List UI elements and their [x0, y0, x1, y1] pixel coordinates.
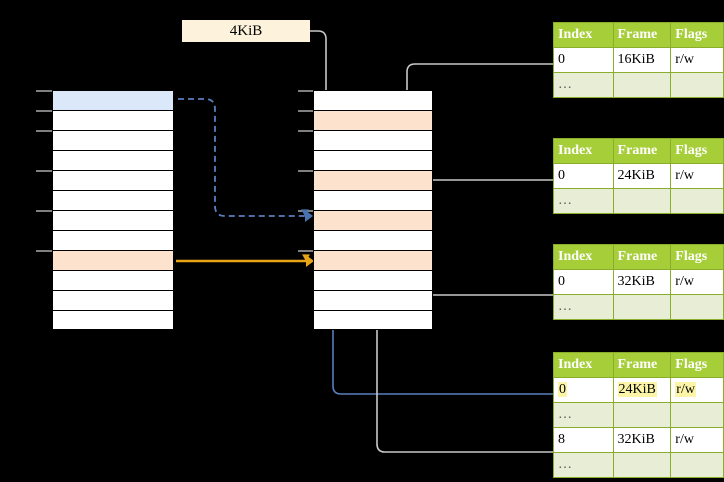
virtual-cell-row-1	[52, 110, 174, 130]
cell-frame: 24KiB	[612, 377, 672, 403]
physical-memory-column	[313, 90, 433, 330]
virtual-cell-row-0	[52, 90, 174, 110]
physical-cell-row-4	[313, 170, 433, 190]
cell-flags: r/w	[670, 377, 724, 403]
cell-frame: 24KiB	[612, 163, 672, 189]
virtual-cell-row-5	[52, 190, 174, 210]
wire-virtual-blue-to-physical-row7	[178, 98, 309, 217]
cell-frame	[612, 188, 672, 214]
cell-frame	[612, 452, 672, 478]
cell-flags	[670, 452, 724, 478]
virtual-cell-row-4	[52, 170, 174, 190]
cell-index: 0	[553, 377, 614, 403]
physical-cell-row-10	[313, 290, 433, 310]
table-row: …	[553, 294, 724, 320]
column-header-index: Index	[553, 138, 614, 164]
cell-index: 0	[553, 47, 614, 73]
dashed-arrow-head	[305, 210, 313, 222]
column-header-frame: Frame	[612, 244, 672, 270]
column-header-frame: Frame	[612, 352, 672, 378]
cell-frame	[612, 294, 672, 320]
column-header-index: Index	[553, 244, 614, 270]
virtual-cell-row-10	[52, 290, 174, 310]
cell-index: …	[553, 452, 614, 478]
physical-cell-row-7	[313, 230, 433, 250]
physical-cell-row-11	[313, 310, 433, 330]
physical-cell-row-3	[313, 150, 433, 170]
column-header-index: Index	[553, 352, 614, 378]
cell-flags: r/w	[670, 47, 724, 73]
cell-frame: 32KiB	[612, 427, 672, 453]
physical-cell-row-9	[313, 270, 433, 290]
highlight-mark: r/w	[675, 382, 696, 397]
cell-flags: r/w	[670, 269, 724, 295]
table-row: 0 24KiB r/w	[553, 377, 724, 403]
table-row: …	[553, 452, 724, 478]
cell-index: …	[553, 188, 614, 214]
table-row: …	[553, 72, 724, 98]
wire-table3-to-physical-row9	[410, 264, 553, 296]
table-row: …	[553, 402, 724, 428]
cell-frame	[612, 72, 672, 98]
cell-flags	[670, 72, 724, 98]
cell-flags	[670, 188, 724, 214]
cell-frame	[612, 402, 672, 428]
virtual-cell-row-7	[52, 230, 174, 250]
cell-frame: 32KiB	[612, 269, 672, 295]
virtual-cell-row-6	[52, 210, 174, 230]
cell-frame: 16KiB	[612, 47, 672, 73]
virtual-cell-row-8	[52, 250, 174, 270]
cell-index: …	[553, 72, 614, 98]
highlight-mark: 24KiB	[617, 382, 657, 397]
cell-index: 8	[553, 427, 614, 453]
wire-table2-to-physical-row7	[416, 179, 553, 215]
cell-index: 0	[553, 163, 614, 189]
column-header-flags: Flags	[670, 352, 724, 378]
cell-index: …	[553, 294, 614, 320]
cell-flags: r/w	[670, 427, 724, 453]
column-header-flags: Flags	[670, 244, 724, 270]
cell-flags: r/w	[670, 163, 724, 189]
virtual-cell-row-9	[52, 270, 174, 290]
column-header-frame: Frame	[612, 22, 672, 48]
cell-flags	[670, 402, 724, 428]
cell-index: …	[553, 402, 614, 428]
cell-flags	[670, 294, 724, 320]
size-label-4kib: 4KiB	[182, 20, 310, 42]
virtual-cell-row-11	[52, 310, 174, 330]
physical-cell-row-8	[313, 250, 433, 270]
physical-cell-row-0	[313, 90, 433, 110]
column-header-frame: Frame	[612, 138, 672, 164]
physical-cell-row-2	[313, 130, 433, 150]
virtual-address-space-column	[52, 90, 174, 330]
physical-cell-row-1	[313, 110, 433, 130]
column-header-flags: Flags	[670, 138, 724, 164]
virtual-cell-row-2	[52, 130, 174, 150]
virtual-cell-row-3	[52, 150, 174, 170]
virtual-column-ticks	[36, 90, 52, 252]
highlight-mark: 0	[558, 382, 567, 397]
cell-index: 0	[553, 269, 614, 295]
column-header-index: Index	[553, 22, 614, 48]
physical-cell-row-5	[313, 190, 433, 210]
table-row: …	[553, 188, 724, 214]
physical-column-ticks	[298, 90, 314, 252]
column-header-flags: Flags	[670, 22, 724, 48]
physical-cell-row-6	[313, 210, 433, 230]
